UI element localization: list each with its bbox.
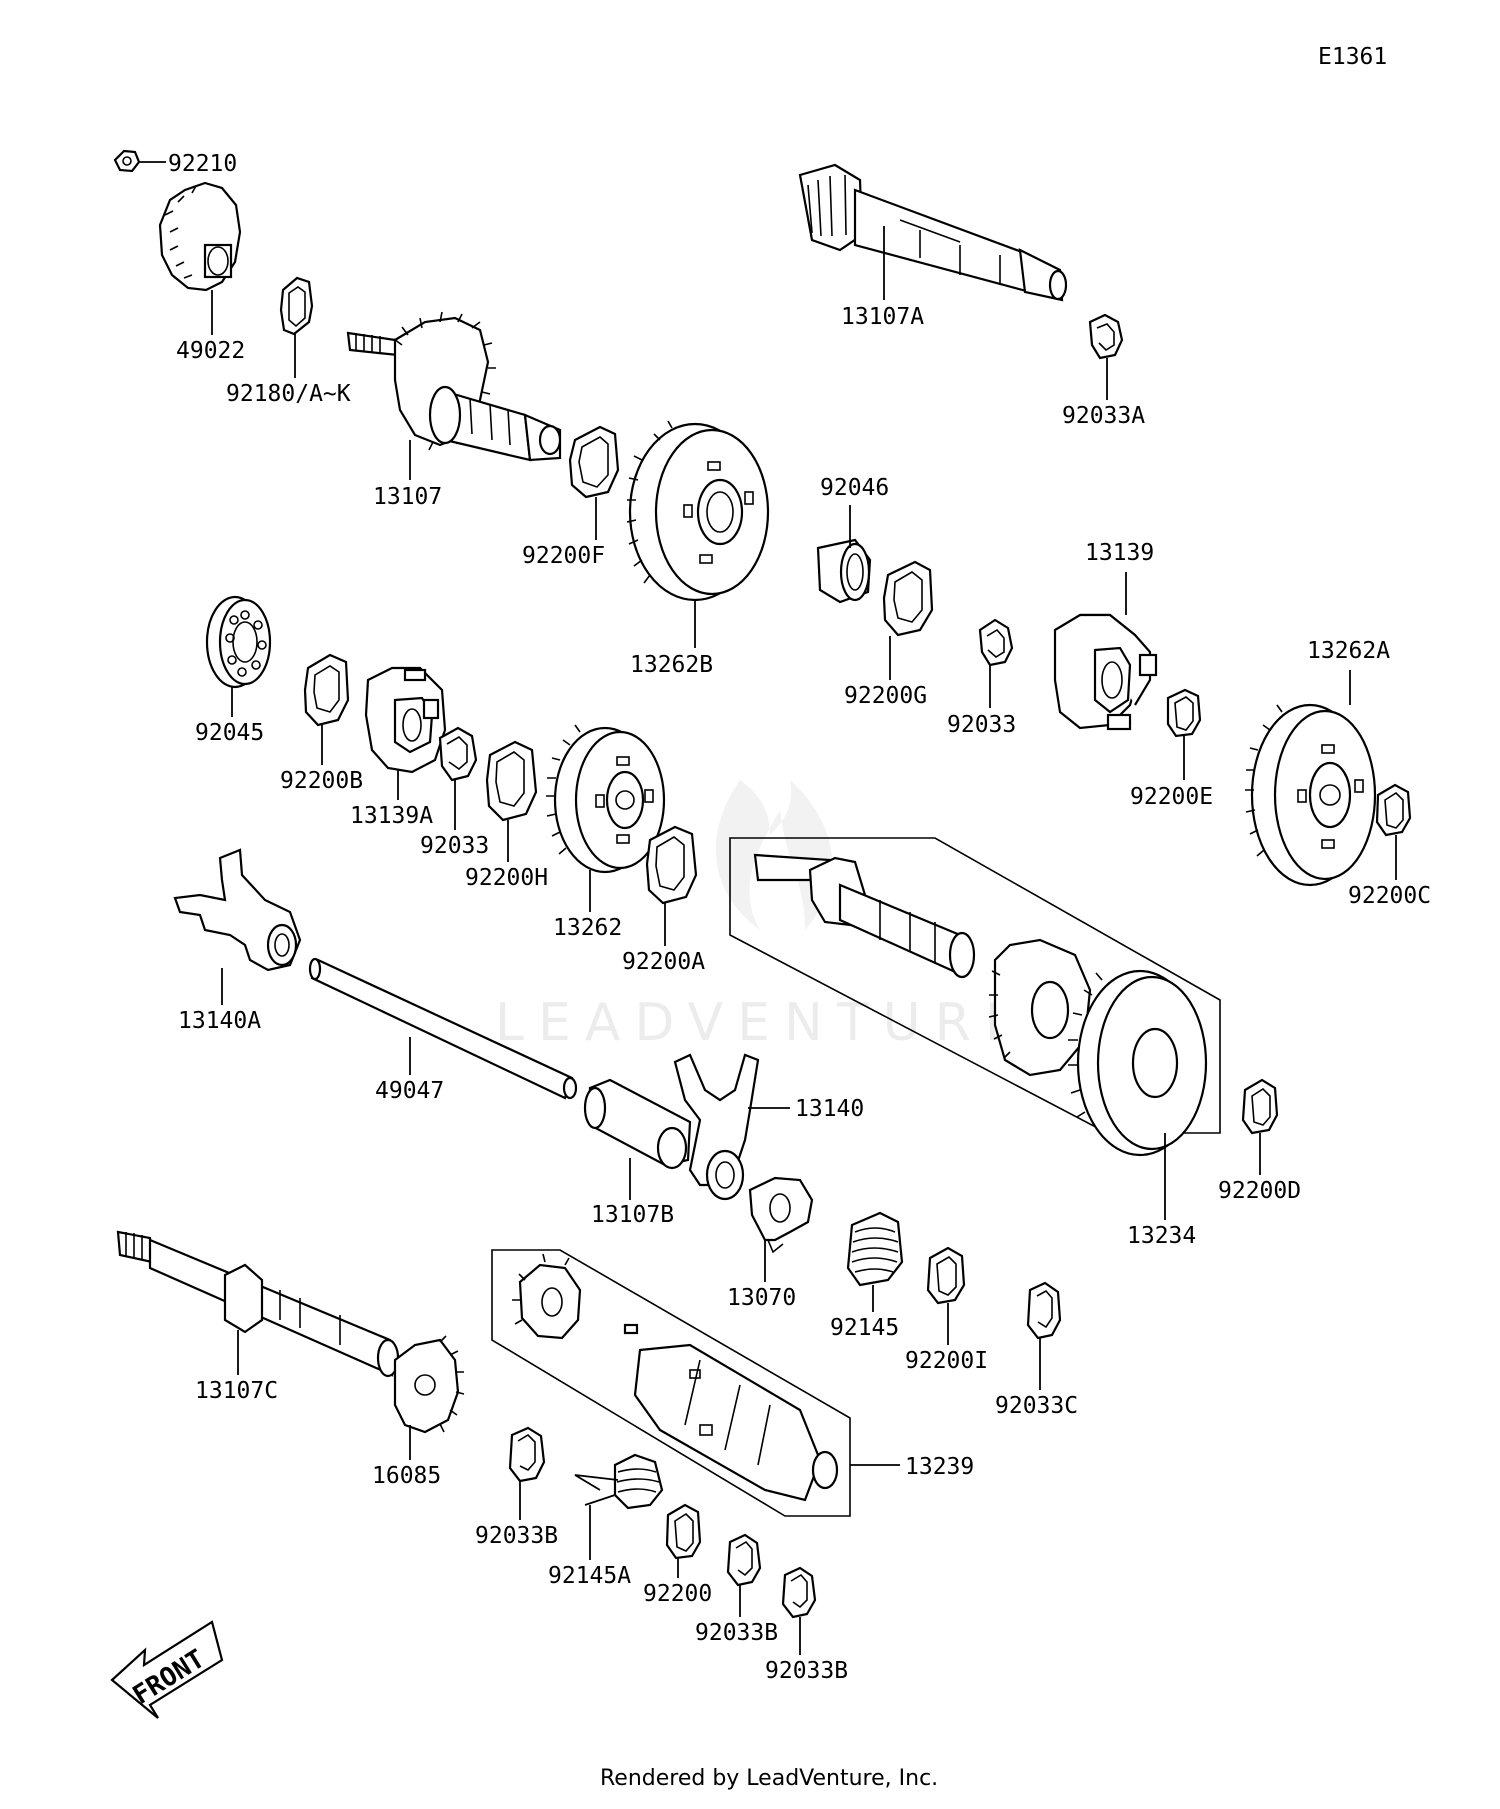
washer-92200B (303, 653, 350, 727)
washer-92200H (485, 740, 538, 822)
gear-13262A (1245, 703, 1377, 887)
shaft-13107C (116, 1230, 400, 1378)
label-16085: 16085 (372, 1463, 441, 1489)
label-92033B-2: 92033B (695, 1620, 778, 1646)
label-92200I: 92200I (905, 1348, 988, 1374)
washer-92200E (1166, 688, 1202, 738)
label-92200G: 92200G (844, 683, 927, 709)
label-92033B-1: 92033B (475, 1523, 558, 1549)
circlip-92033A (1088, 313, 1124, 360)
shift-rod-49047 (308, 957, 578, 1100)
label-13070: 13070 (727, 1285, 796, 1311)
shaft-13107 (346, 311, 562, 462)
collar-13107B (583, 1078, 692, 1170)
label-92033-right: 92033 (947, 712, 1016, 738)
label-92200: 92200 (643, 1581, 712, 1607)
label-92200F: 92200F (522, 543, 605, 569)
label-92200D: 92200D (1218, 1178, 1301, 1204)
label-92180: 92180/A~K (226, 381, 351, 407)
shift-fork-13140 (673, 1053, 760, 1201)
washer-92200D (1241, 1078, 1279, 1135)
bearing-92046 (816, 538, 872, 604)
spring-92145 (846, 1211, 904, 1287)
circlip-92033B-3 (781, 1566, 817, 1619)
label-13140A: 13140A (178, 1008, 261, 1034)
washer-92200A (645, 825, 698, 905)
washer-92200G (882, 560, 934, 637)
label-13262: 13262 (553, 915, 622, 941)
circlip-92033C (1026, 1281, 1062, 1340)
label-13107: 13107 (373, 484, 442, 510)
label-92145: 92145 (830, 1315, 899, 1341)
footer-credit: Rendered by LeadVenture, Inc. (600, 1766, 938, 1791)
shaft-13107A (798, 163, 1068, 302)
label-92200E: 92200E (1130, 784, 1213, 810)
label-92210: 92210 (168, 151, 237, 177)
label-92033B-3: 92033B (765, 1658, 848, 1684)
label-92045: 92045 (195, 720, 264, 746)
assembly-13234 (729, 837, 1221, 1157)
label-13139: 13139 (1085, 540, 1154, 566)
label-92033-left: 92033 (420, 833, 489, 859)
leader-lines (140, 161, 1397, 1655)
label-92046: 92046 (820, 475, 889, 501)
label-13239: 13239 (905, 1454, 974, 1480)
diagram-id: E1361 (1318, 44, 1387, 70)
part-labels: 92210 49022 92180/A~K 13107 92200F 13262… (168, 151, 1431, 1684)
bevel-gear-49022 (158, 181, 242, 292)
label-13140: 13140 (795, 1096, 864, 1122)
washer-92200C (1375, 783, 1412, 837)
label-13234: 13234 (1127, 1223, 1196, 1249)
front-arrow-icon: FRONT (110, 1620, 224, 1719)
circlip-92033B-2 (726, 1533, 762, 1587)
washer-92200 (665, 1503, 702, 1560)
label-13139A: 13139A (350, 803, 433, 829)
sprocket-16085 (393, 1335, 465, 1434)
label-13107A: 13107A (841, 304, 924, 330)
shift-fork-13140A (173, 848, 302, 972)
label-92200B: 92200B (280, 768, 363, 794)
gear-13139 (1053, 613, 1158, 731)
label-92200C: 92200C (1348, 883, 1431, 909)
label-92200H: 92200H (465, 865, 548, 891)
label-13262A: 13262A (1307, 638, 1390, 664)
assembly-13239 (491, 1249, 851, 1517)
label-92033A: 92033A (1062, 403, 1145, 429)
gear-13139A (364, 666, 447, 774)
label-13107B: 13107B (591, 1202, 674, 1228)
label-92145A: 92145A (548, 1563, 631, 1589)
label-13262B: 13262B (630, 652, 713, 678)
label-13107C: 13107C (195, 1378, 278, 1404)
label-92200A: 92200A (622, 949, 705, 975)
watermark: LEADVENTURE (495, 780, 1032, 1053)
label-92033C: 92033C (995, 1393, 1078, 1419)
gear-13262 (546, 724, 666, 874)
washer-92200I (926, 1246, 966, 1305)
shim-92180 (279, 276, 314, 336)
circlip-92033B-1 (508, 1426, 546, 1483)
cam-13070 (748, 1176, 814, 1254)
circlip-92033-right (978, 618, 1014, 667)
label-49047: 49047 (375, 1078, 444, 1104)
watermark-text: LEADVENTURE (495, 993, 1032, 1053)
circlip-92033-left (438, 726, 478, 782)
nut-92210 (113, 149, 141, 173)
gear-13262B (626, 420, 770, 602)
washer-92200F (568, 425, 620, 499)
ball-bearing-92045 (205, 595, 272, 689)
spring-92145A (574, 1453, 664, 1510)
label-49022: 49022 (176, 338, 245, 364)
